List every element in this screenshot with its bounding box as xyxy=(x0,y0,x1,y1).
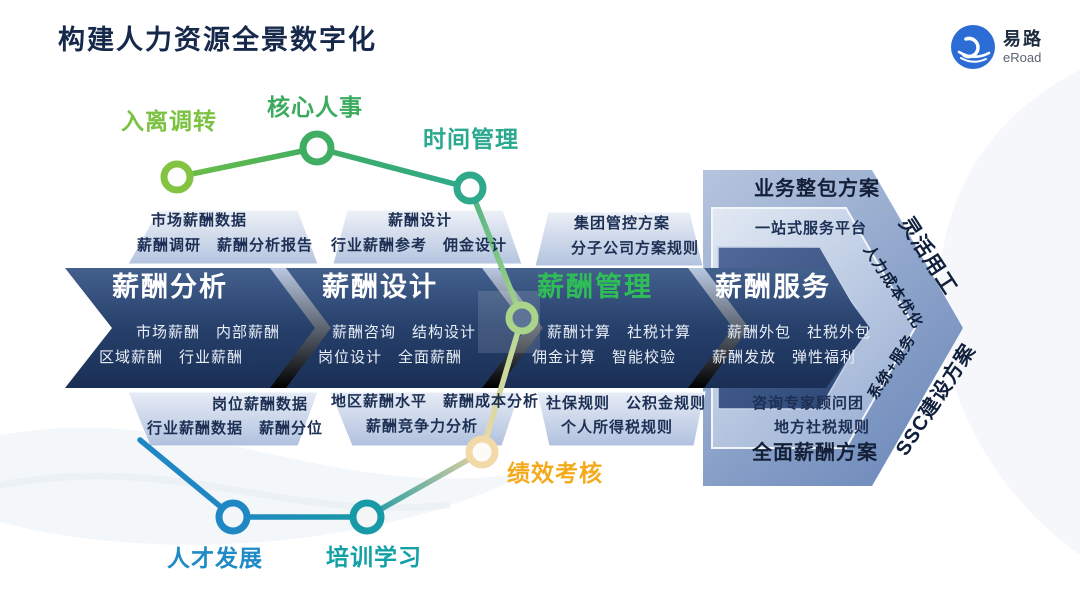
node-training xyxy=(349,499,385,535)
chevron-sub: 岗位设计 全面薪酬 xyxy=(318,349,463,366)
chevron-sub: 薪酬发放 弹性福利 xyxy=(712,349,857,366)
eroad-logo-icon xyxy=(951,25,995,69)
hexagon-top-label: 业务整包方案 xyxy=(754,178,880,200)
background-swoosh xyxy=(0,70,1080,555)
node-comp-mgmt xyxy=(505,301,539,335)
chevron-sub: 薪酬外包 社税外包 xyxy=(727,324,872,341)
top-band-text: 薪酬设计 xyxy=(388,212,453,229)
top-band-text: 行业薪酬参考 佣金设计 xyxy=(331,237,508,254)
label-time-mgmt: 时间管理 xyxy=(423,126,519,152)
label-core-hr: 核心人事 xyxy=(267,94,363,120)
journey-line xyxy=(137,145,525,520)
logo-name: 易路 xyxy=(1003,29,1043,49)
top-band-text: 一站式服务平台 xyxy=(755,220,868,237)
chevron-sub: 薪酬咨询 结构设计 xyxy=(332,324,477,341)
label-talent: 人才发展 xyxy=(167,545,263,571)
node-talent xyxy=(215,499,251,535)
bottom-band-text: 个人所得税规则 xyxy=(561,419,674,436)
logo-subtitle: eRoad xyxy=(1003,50,1042,65)
bottom-band-text: 地区薪酬水平 薪酬成本分析 xyxy=(331,393,540,410)
chevron-title-design: 薪酬设计 xyxy=(322,272,438,302)
bottom-band-text: 社保规则 公积金规则 xyxy=(546,395,707,412)
node-core-hr xyxy=(299,130,335,166)
top-bands xyxy=(127,209,704,267)
bottom-band-text: 行业薪酬数据 薪酬分位 xyxy=(147,420,324,437)
chevron-sub: 薪酬计算 社税计算 xyxy=(547,324,692,341)
node-onboarding xyxy=(160,160,194,194)
journey-nodes xyxy=(160,130,539,535)
bottom-bands xyxy=(127,391,706,447)
label-training: 培训学习 xyxy=(326,544,422,570)
node-time-mgmt xyxy=(453,171,487,205)
top-band-text: 薪酬调研 薪酬分析报告 xyxy=(137,237,314,254)
hexagon-bottom-label: 全面薪酬方案 xyxy=(752,442,878,464)
bottom-band-text: 地方社税规则 xyxy=(774,419,871,436)
chevron-title-analysis: 薪酬分析 xyxy=(112,272,228,302)
top-band-text: 分子公司方案规则 xyxy=(571,240,700,257)
top-band-text: 市场薪酬数据 xyxy=(151,212,248,229)
chevron-sub: 佣金计算 智能校验 xyxy=(532,349,677,366)
bottom-band-text: 咨询专家顾问团 xyxy=(752,395,865,412)
node-performance xyxy=(465,435,499,469)
top-band-text: 集团管控方案 xyxy=(574,215,671,232)
chevron-title-service: 薪酬服务 xyxy=(715,272,831,302)
label-onboarding: 入离调转 xyxy=(121,108,217,134)
page-title: 构建人力资源全景数字化 xyxy=(58,25,377,55)
chevron-sub: 市场薪酬 内部薪酬 xyxy=(136,324,281,341)
chevron-sub: 区域薪酬 行业薪酬 xyxy=(99,349,244,366)
chevron-title-management: 薪酬管理 xyxy=(537,272,653,302)
label-performance: 绩效考核 xyxy=(507,460,603,486)
bottom-band-text: 岗位薪酬数据 xyxy=(212,396,309,413)
bottom-band-text: 薪酬竞争力分析 xyxy=(366,418,479,435)
